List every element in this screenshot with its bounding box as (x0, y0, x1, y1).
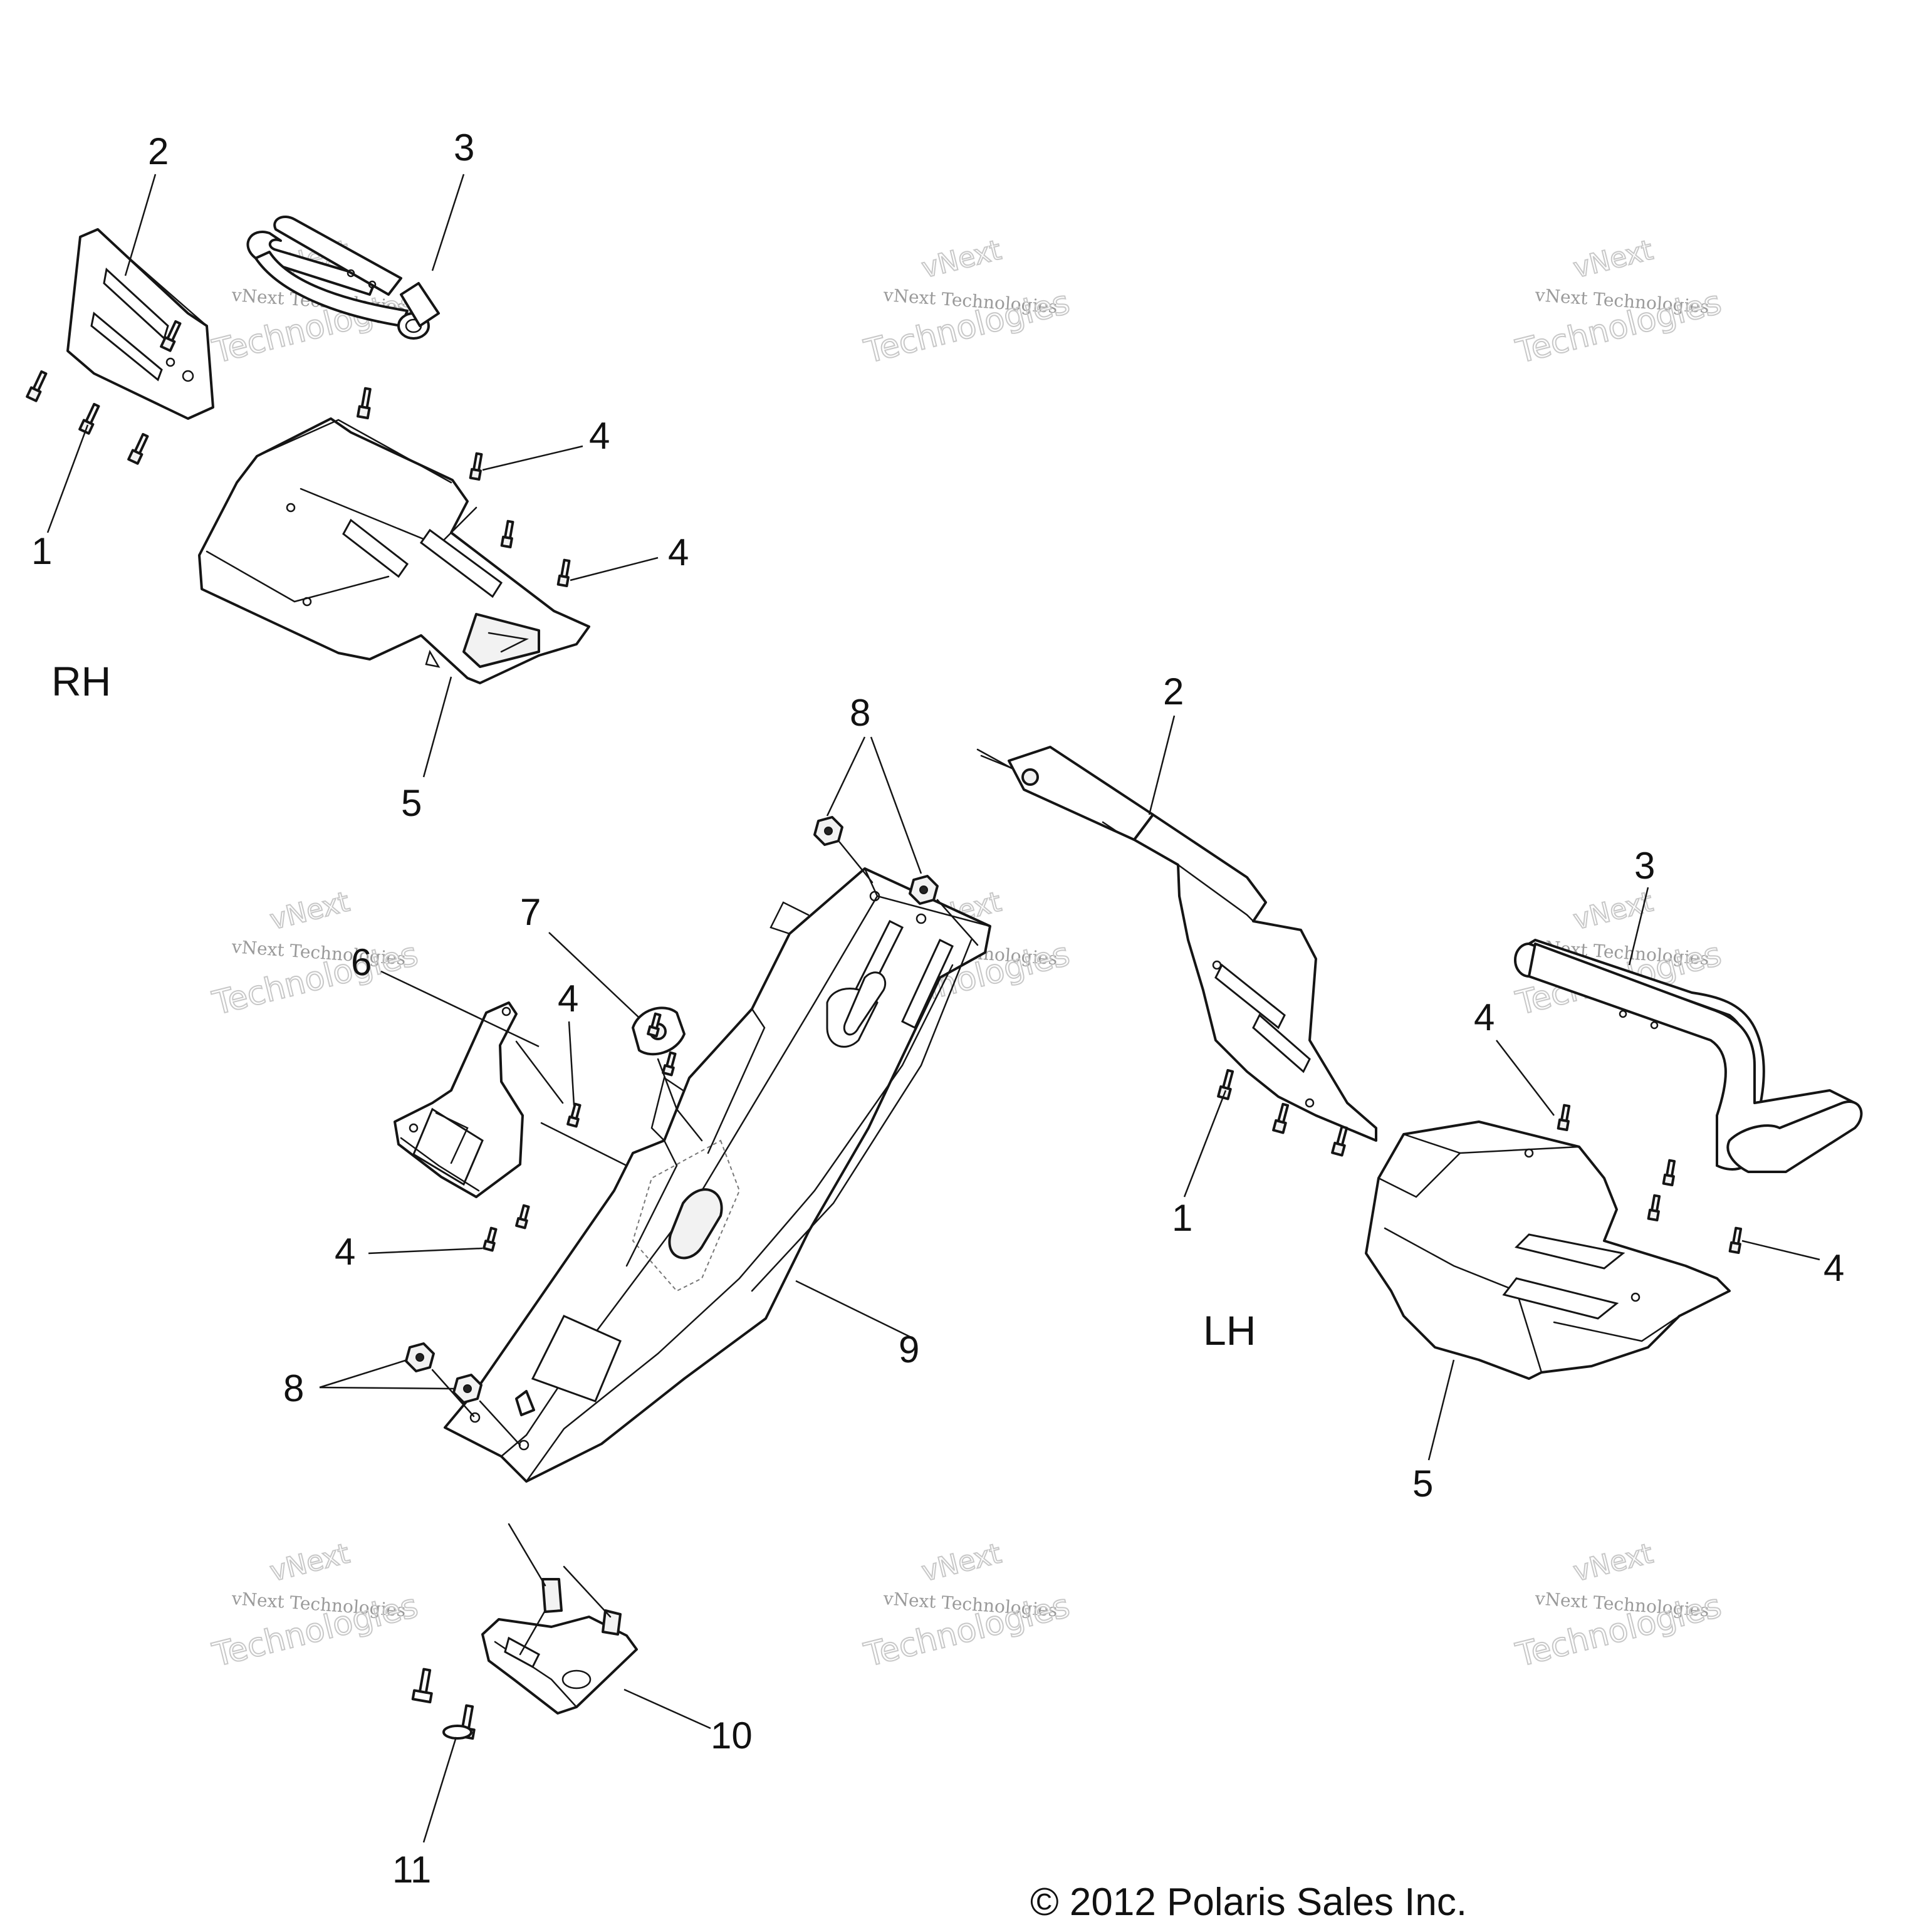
watermark-brand: vNext (267, 885, 353, 936)
center-assembly: 8 7 6 4 4 8 9 10 11 (283, 692, 991, 1891)
callout-4-low: 4 (335, 1231, 355, 1273)
rh-footrest (198, 417, 590, 684)
center-grommet (632, 1006, 703, 1142)
rh-handle-tube (246, 216, 440, 340)
callout-rh-4b: 4 (668, 531, 689, 573)
callout-10: 10 (711, 1715, 753, 1757)
callout-lh-5: 5 (1412, 1463, 1433, 1505)
callout-lh-4b: 4 (1823, 1247, 1844, 1289)
top-nuts (813, 816, 979, 946)
watermark-brand: vNext (1570, 885, 1656, 936)
callout-8-top: 8 (850, 692, 870, 734)
watermark-brand: vNext (267, 1537, 353, 1588)
lh-assembly: 2 3 4 4 1 5 LH (976, 671, 1863, 1505)
callout-9: 9 (899, 1329, 919, 1371)
watermark-brand: vNext (1570, 1537, 1656, 1588)
callout-8-bottom: 8 (283, 1367, 304, 1409)
watermark-3: vNext vNext Technologies Technologies (1511, 233, 1726, 372)
watermark-brand: vNext (919, 234, 1004, 285)
callout-rh-2: 2 (148, 130, 169, 172)
side-label-lh: LH (1203, 1307, 1256, 1354)
watermark-brand: vNext (919, 1537, 1004, 1588)
lh-footrest (1365, 1104, 1743, 1380)
callout-4-mid: 4 (558, 978, 578, 1020)
watermark-4: vNext vNext Technologies Technologies (208, 885, 422, 1023)
watermark-9: vNext vNext Technologies Technologies (1511, 1537, 1726, 1675)
callout-7: 7 (520, 891, 541, 933)
center-small-bracket (394, 1001, 628, 1252)
callout-rh-4a: 4 (589, 415, 610, 457)
watermark-8: vNext vNext Technologies Technologies (860, 1537, 1074, 1675)
rh-bracket-plate (66, 228, 214, 420)
copyright-notice: © 2012 Polaris Sales Inc. (1030, 1881, 1467, 1924)
watermark-brand: vNext (1570, 234, 1656, 285)
callout-rh-5: 5 (401, 782, 422, 824)
watermark-2: vNext vNext Technologies Technologies (860, 233, 1074, 372)
side-label-rh: RH (51, 658, 111, 704)
bottom-nuts (405, 1342, 521, 1446)
push-rivets (411, 1668, 476, 1740)
callout-lh-2: 2 (1163, 671, 1184, 713)
lh-handle-tube (1514, 939, 1863, 1173)
watermark-7: vNext vNext Technologies Technologies (208, 1537, 422, 1675)
rh-screws (26, 320, 372, 465)
callout-6: 6 (351, 941, 372, 983)
callout-rh-1: 1 (31, 530, 52, 572)
callout-rh-3: 3 (454, 127, 474, 169)
callout-lh-1: 1 (1172, 1197, 1192, 1239)
rh-assembly: 2 3 4 4 1 5 RH (26, 127, 689, 824)
callout-lh-4a: 4 (1474, 996, 1495, 1038)
lh-bracket (976, 746, 1377, 1157)
callout-lh-3: 3 (1634, 845, 1655, 887)
bumper-frame (444, 867, 991, 1483)
callout-11: 11 (392, 1849, 431, 1891)
lower-bracket (481, 1523, 638, 1715)
